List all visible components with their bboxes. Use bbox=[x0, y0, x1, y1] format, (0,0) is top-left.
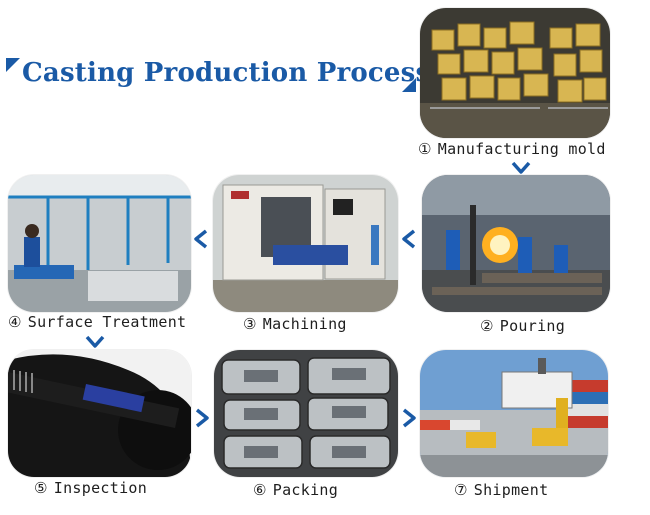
packed-castings-photo bbox=[214, 350, 398, 477]
chevron-down-icon bbox=[510, 157, 532, 179]
chevron-right-icon bbox=[398, 407, 420, 429]
step-6-caption: ⑥ Packing bbox=[253, 481, 338, 499]
step-7-label: Shipment bbox=[473, 481, 549, 499]
page-title: Casting Production Process bbox=[22, 58, 431, 88]
surface-treatment-workshop-photo bbox=[8, 175, 191, 312]
thread-gauge-inspection-photo bbox=[8, 350, 191, 477]
step-1-number: ① bbox=[418, 140, 432, 158]
step-4-caption: ④ Surface Treatment bbox=[8, 313, 186, 331]
step-3-number: ③ bbox=[243, 315, 257, 333]
cnc-machining-center-photo bbox=[213, 175, 398, 312]
step-7-caption: ⑦ Shipment bbox=[454, 481, 548, 499]
step-2-label: Pouring bbox=[499, 317, 566, 335]
step-7-number: ⑦ bbox=[454, 481, 468, 499]
step-6-label: Packing bbox=[272, 481, 339, 499]
molten-metal-pouring-photo bbox=[422, 175, 610, 312]
sand-molds-photo bbox=[420, 8, 610, 138]
step-1-caption: ① Manufacturing mold bbox=[418, 140, 606, 158]
step-2-number: ② bbox=[480, 317, 494, 335]
step-3-caption: ③ Machining bbox=[243, 315, 347, 333]
title-corner-bottom-right bbox=[402, 78, 416, 92]
chevron-left-icon bbox=[398, 228, 420, 250]
chevron-left-icon bbox=[190, 228, 212, 250]
step-4-number: ④ bbox=[8, 313, 22, 331]
chevron-right-icon bbox=[191, 407, 213, 429]
step-1-label: Manufacturing mold bbox=[437, 140, 606, 158]
step-5-caption: ⑤ Inspection bbox=[34, 479, 147, 497]
step-2-caption: ② Pouring bbox=[480, 317, 565, 335]
container-shipment-photo bbox=[420, 350, 608, 477]
title-banner: Casting Production Process bbox=[6, 58, 430, 98]
step-4-label: Surface Treatment bbox=[27, 313, 187, 331]
step-3-label: Machining bbox=[262, 315, 347, 333]
step-6-number: ⑥ bbox=[253, 481, 267, 499]
chevron-down-icon bbox=[84, 331, 106, 353]
step-5-number: ⑤ bbox=[34, 479, 48, 497]
step-5-label: Inspection bbox=[53, 479, 148, 497]
title-corner-top-left bbox=[6, 58, 20, 72]
